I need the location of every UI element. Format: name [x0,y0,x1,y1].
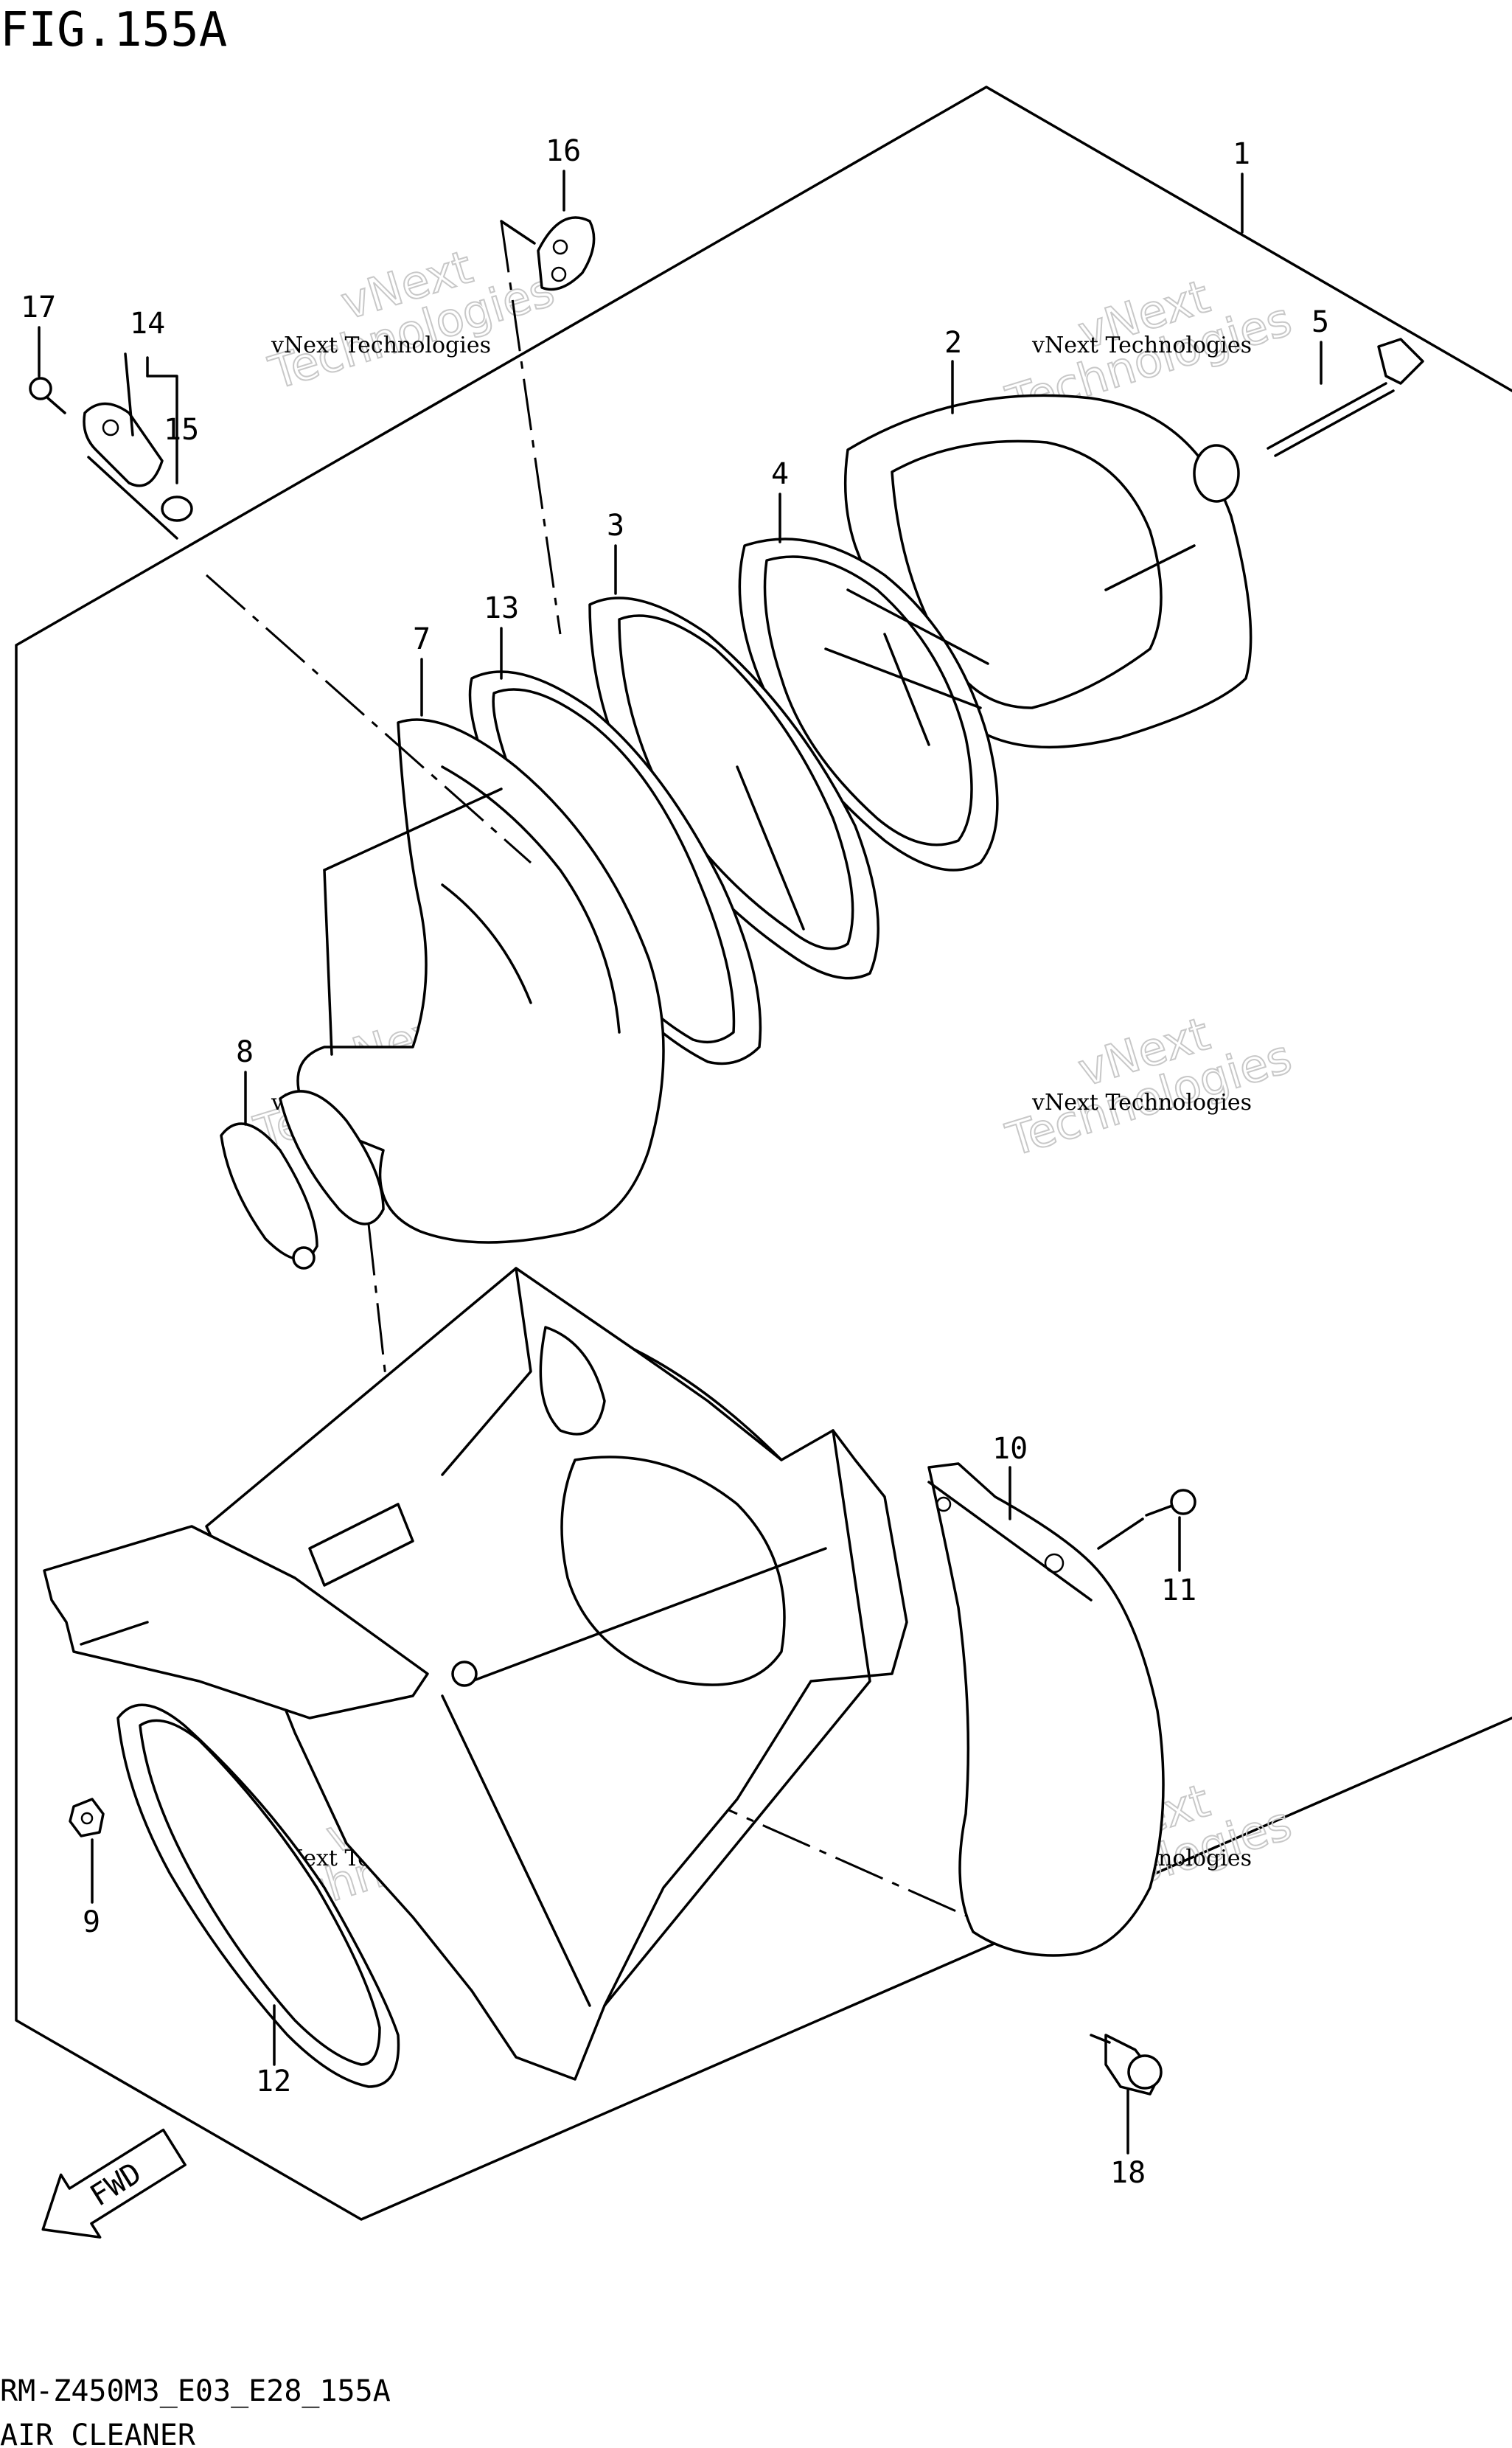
part-5-bolt [1193,338,1424,503]
callout-2: 2 [944,326,962,360]
fwd-arrow-icon: FWD [41,2128,187,2239]
callout-11: 11 [1161,1574,1196,1607]
part-9-nut [69,1798,105,1837]
part-14-clamp-group [29,352,193,540]
callout-18: 18 [1110,2156,1146,2190]
figure-title: FIG.155A [0,3,227,58]
callout-16: 16 [546,134,581,168]
callout-1: 1 [1233,137,1250,171]
part-18-bolt [1090,2034,1163,2096]
part-4-frame [738,538,999,872]
callout-14: 14 [130,307,165,341]
callouts: 1 2 3 4 5 7 8 9 10 11 12 13 14 15 16 17 … [21,134,1329,2190]
footer-code: RM-Z450M3_E03_E28_155A [0,2374,391,2408]
callout-5: 5 [1311,305,1329,339]
part-7-duct [296,718,665,1244]
part-16-bracket [500,216,596,635]
callout-7: 7 [413,622,431,656]
watermark-text: vNext Technologies [271,333,491,358]
assembly-outline [15,86,1512,2221]
part-12-gasket [116,1703,400,2088]
callout-9: 9 [83,1905,100,1939]
part-11-screw [1097,1489,1196,1550]
callout-3: 3 [607,509,624,543]
callout-15: 15 [164,413,199,447]
footer-name: AIR CLEANER [0,2419,196,2448]
watermark-text: vNext Technologies [1031,333,1252,358]
callout-4: 4 [771,457,789,491]
callout-10: 10 [992,1432,1028,1466]
air-cleaner-box [205,1267,908,2081]
part-10-cover [927,1462,1165,1957]
callout-12: 12 [256,2065,291,2098]
part-8-clamp [220,1090,385,1270]
watermark-text: vNext Technologies [1031,1090,1252,1116]
callout-13: 13 [484,591,519,625]
side-flap [43,1525,429,1719]
callout-8: 8 [236,1035,254,1069]
callout-17: 17 [21,291,56,324]
